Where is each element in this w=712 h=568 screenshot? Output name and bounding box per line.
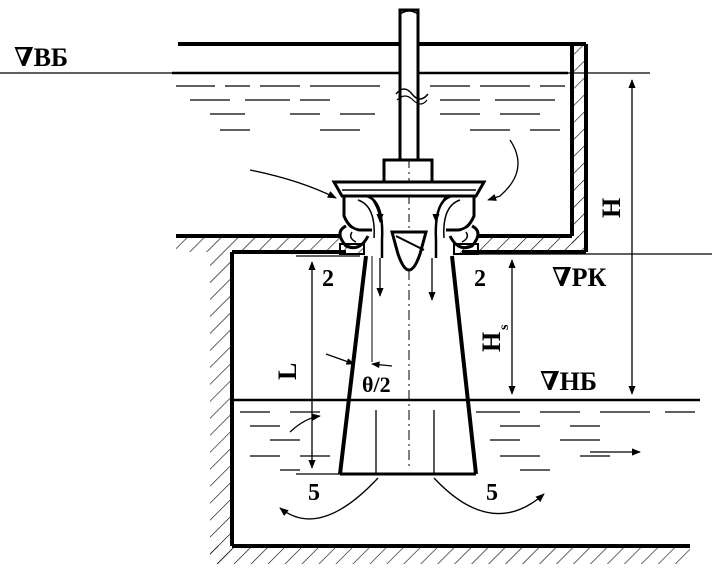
angle-label: θ/2 [362,372,391,397]
inflow-arrow-right [487,139,519,201]
headwater-reservoir [0,42,588,254]
headwater-level-label: ∇ВБ [14,43,68,72]
left-wall-hatch [210,252,232,564]
suction-head-label: Н s [477,324,512,352]
length-label: L [273,363,302,380]
inflow-tail-arrow [289,413,321,433]
guide-flow-right [432,195,447,223]
outflow-arrow-left [279,477,379,520]
suction-head-sub: s [497,324,512,330]
turbine-shaft [382,8,434,470]
headwater-ripples [176,85,565,131]
floor-hatch-bottom [210,546,690,564]
guide-flow-left [369,195,384,223]
inflow-arrow-left [249,169,337,199]
head-label: Н [597,198,626,218]
floor-hatch-left [176,236,340,252]
section-5-right-label: 5 [486,480,498,506]
section-2-right-label: 2 [474,266,486,292]
forebay-wall-hatch [572,44,586,244]
suction-head-main: Н [477,332,506,352]
runner-level-label: ∇РК [552,263,606,292]
outflow-arrow-right [433,477,545,515]
tailwater-ripples [240,411,695,471]
turbine-housing [331,180,487,272]
floor-hatch-right [470,236,586,252]
section-5-left-label: 5 [308,480,320,506]
dimensions [296,72,712,475]
tailwater-level-label: ∇НБ [540,367,597,396]
section-2-left-label: 2 [322,266,334,292]
angle-arrow-left [325,353,355,365]
angle-arrow-right [371,361,393,369]
draft-tube [338,255,478,476]
